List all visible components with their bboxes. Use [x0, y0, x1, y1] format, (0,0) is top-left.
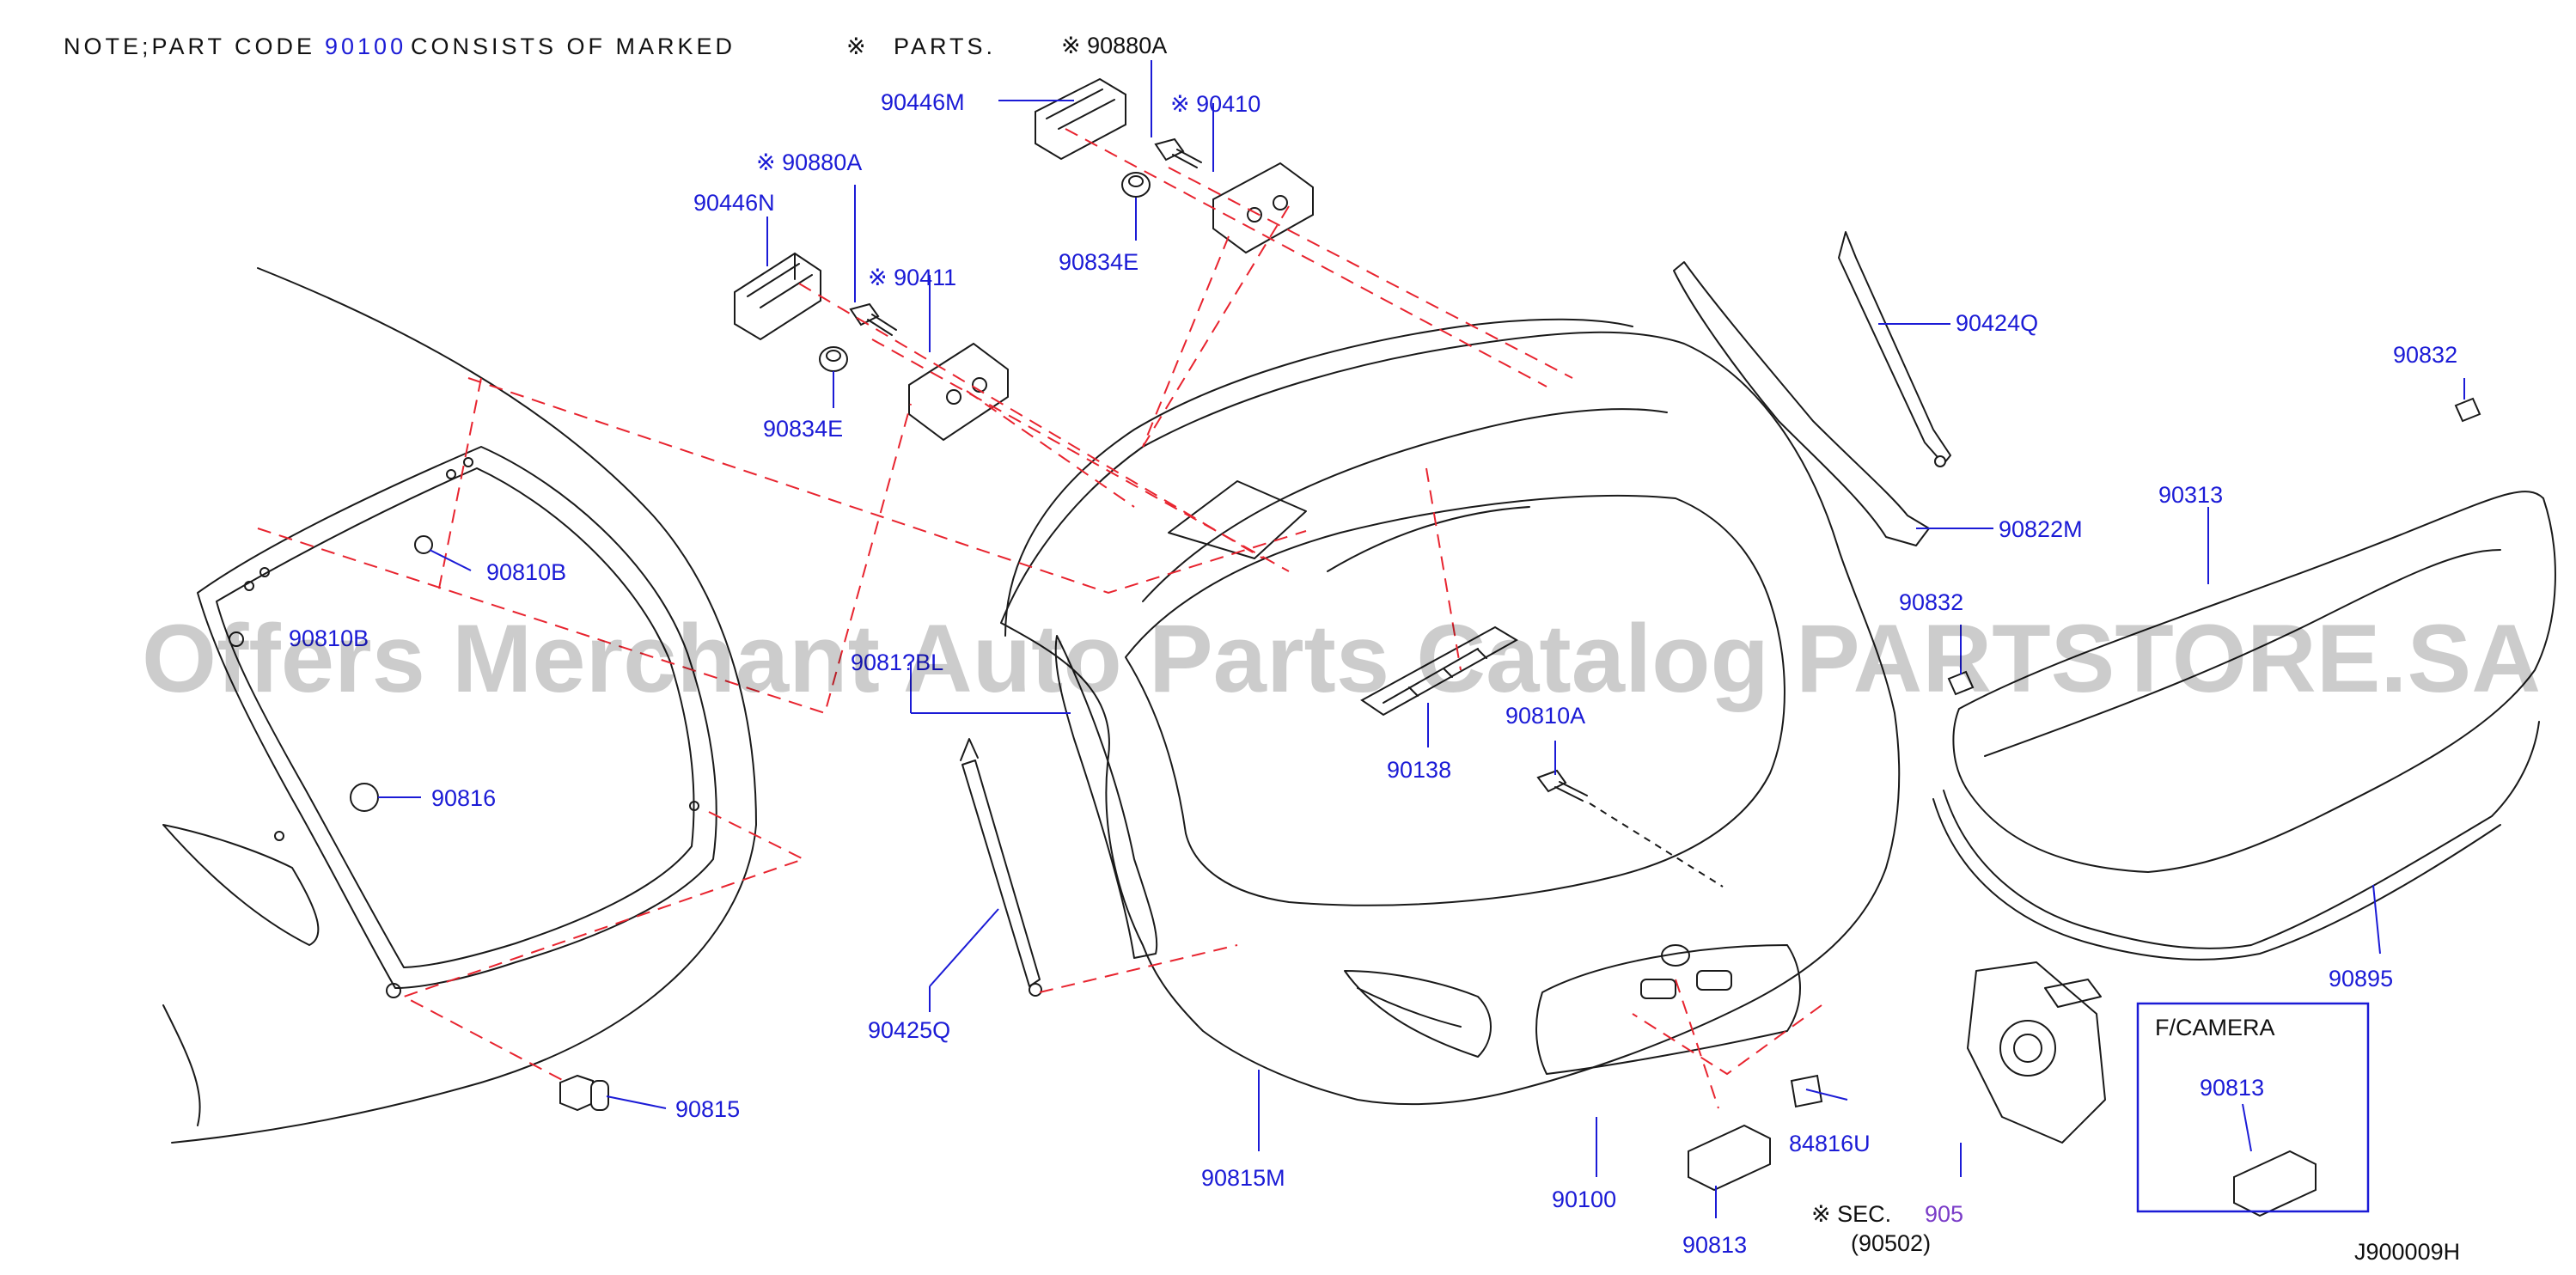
label-90880a-left: ※ 90880A [756, 149, 862, 175]
label-90810b-upper: 90810B [486, 559, 566, 585]
label-90313: 90313 [2158, 482, 2223, 508]
label-90810a: 90810A [1505, 703, 1585, 729]
label-90822m: 90822M [1999, 516, 2083, 542]
stay-90424q-icon [1838, 231, 1951, 465]
diagram-id: J900009H [2354, 1239, 2460, 1265]
bolt-90810a-icon [1536, 769, 1567, 793]
label-sec-905: 905 [1925, 1201, 1963, 1227]
note-parts-word: PARTS. [894, 34, 996, 59]
part-labels: ※ 90880A 90446M ※ 90410 90834E ※ 90880A … [289, 33, 2457, 1258]
label-90424q: 90424Q [1956, 310, 2038, 336]
stay-90425q-icon [961, 760, 1041, 987]
label-90410: ※ 90410 [1170, 91, 1261, 117]
latch-905-icon [1967, 961, 2106, 1144]
back-door-90100 [1000, 318, 1901, 1106]
label-90810b-lower: 90810B [289, 625, 369, 651]
label-84816u: 84816U [1789, 1131, 1871, 1156]
label-90815m: 90815M [1201, 1165, 1285, 1191]
label-9081-bl: 9081?BL [851, 650, 943, 675]
nut-90810b-icon [414, 535, 433, 554]
note-line: NOTE;PART CODE 90100 CONSISTS OF MARKED … [64, 34, 996, 59]
label-90880a-top: ※ 90880A [1061, 33, 1167, 58]
weatherstrip-90822m-icon [1673, 261, 1930, 546]
watermark-text: Offers Merchant Auto Parts Catalog PARTS… [142, 605, 2541, 712]
label-90834e-left: 90834E [763, 416, 843, 442]
note-prefix: NOTE;PART CODE [64, 34, 315, 59]
label-90138: 90138 [1387, 757, 1451, 783]
label-90813-bottom: 90813 [1682, 1232, 1747, 1258]
label-90446m: 90446M [881, 89, 965, 115]
bracket-90813-camera-icon [2233, 1150, 2317, 1217]
rear-glass-90313-icon [1952, 491, 2556, 873]
glass-and-spoiler [1932, 397, 2556, 961]
label-90816: 90816 [431, 785, 496, 811]
seal-84816u-icon [1790, 1074, 1823, 1108]
label-90813-camera: 90813 [2200, 1075, 2264, 1101]
hinge-cover-90446m-icon [1035, 77, 1126, 161]
hinges-group [734, 77, 1314, 442]
label-90834e-top: 90834E [1059, 249, 1138, 275]
center-small-parts [1360, 625, 2317, 1217]
note-suffix: CONSISTS OF MARKED [411, 34, 736, 59]
fcamera-title: F/CAMERA [2155, 1015, 2275, 1040]
label-sec-mark: ※ SEC. [1811, 1201, 1891, 1227]
label-90895: 90895 [2329, 966, 2393, 991]
note-part-code: 90100 [325, 34, 406, 59]
weatherstrip-and-stays [960, 231, 1951, 997]
grommet-90816-icon [350, 783, 379, 812]
bolt-90880a-top-icon [1154, 137, 1185, 162]
label-sec-90502: (90502) [1851, 1230, 1931, 1256]
clip-90832-top-icon [2454, 397, 2481, 423]
label-90815: 90815 [675, 1096, 740, 1122]
fcamera-inset: F/CAMERA 90813 [2136, 1002, 2370, 1213]
bracket-90813-bottom-icon [1688, 1124, 1771, 1192]
label-90425q: 90425Q [868, 1017, 950, 1043]
note-mark-icon: ※ [846, 34, 870, 59]
label-90411: ※ 90411 [868, 265, 956, 290]
side-trim-icon [1054, 635, 1158, 959]
bolt-90880a-left-icon [849, 302, 880, 326]
bumper-stop-90815-icon [559, 1074, 594, 1112]
label-90832-top: 90832 [2393, 342, 2457, 368]
label-90446n: 90446N [693, 190, 775, 216]
vehicle-body-rear [162, 267, 757, 1144]
leader-lines [378, 60, 2465, 1218]
label-90832-mid: 90832 [1899, 589, 1963, 615]
hinge-90410-icon [1212, 162, 1314, 254]
label-90100: 90100 [1552, 1187, 1616, 1212]
